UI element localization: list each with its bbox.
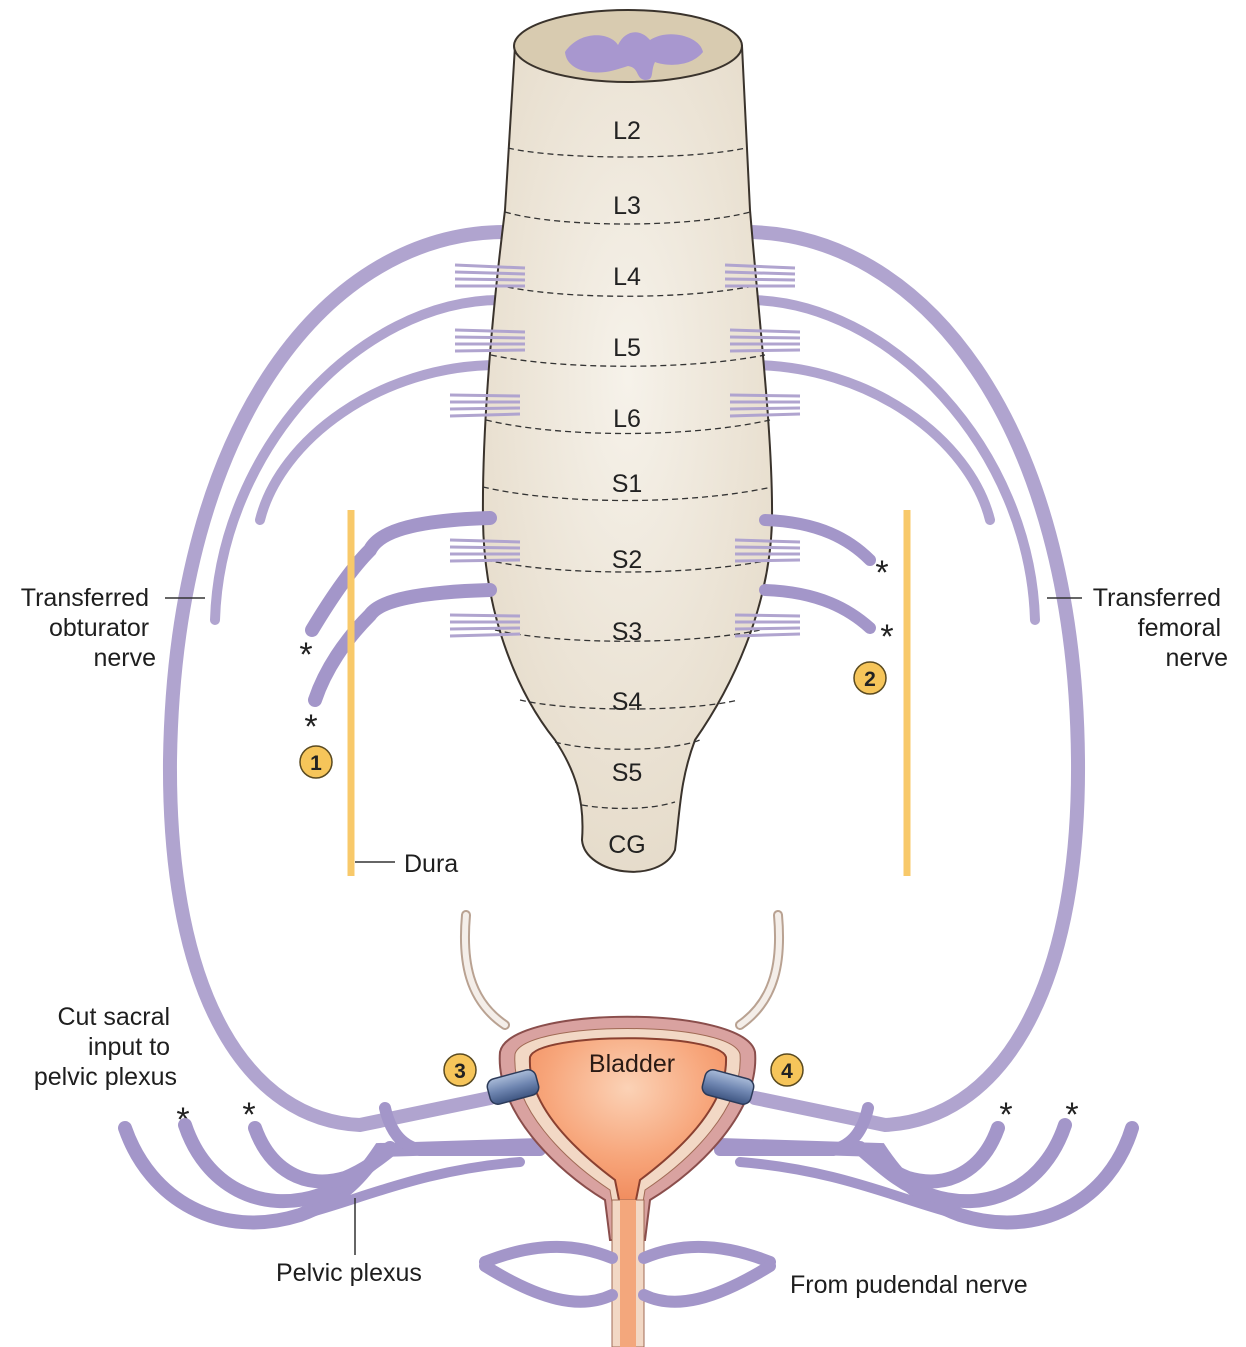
segment-label-s5: S5 [612, 759, 643, 787]
segment-label-s4: S4 [612, 688, 643, 716]
segment-label-l4: L4 [613, 263, 641, 291]
segment-label-l5: L5 [613, 334, 641, 362]
label-pelvic-plexus: Pelvic plexus [276, 1259, 422, 1287]
asterisk-s2-left: * [299, 636, 312, 674]
label-transferred-obturator-nerve: Transferred obturator nerve [21, 584, 156, 672]
label-from-pudendal-nerve: From pudendal nerve [790, 1271, 1028, 1299]
svg-text:1: 1 [310, 752, 322, 775]
segment-label-s2: S2 [612, 546, 643, 574]
step-badge-2: 2 [854, 662, 886, 694]
svg-text:2: 2 [864, 668, 876, 691]
transferred-femoral-nerve [745, 232, 1078, 1125]
segment-label-cg: CG [608, 831, 646, 859]
segment-label-l3: L3 [613, 192, 641, 220]
transferred-obturator-nerve [170, 232, 505, 1125]
svg-text:3: 3 [454, 1060, 466, 1083]
cut-sacral-roots-right [765, 520, 870, 628]
segment-label-s3: S3 [612, 618, 643, 646]
label-cut-sacral-input: Cut sacral input to pelvic plexus [34, 1003, 177, 1091]
segment-label-l6: L6 [613, 405, 641, 433]
label-transferred-femoral-nerve: Transferred femoral nerve [1093, 584, 1228, 672]
asterisk-s2-right: * [875, 554, 888, 592]
bladder-label: Bladder [589, 1050, 675, 1078]
label-dura: Dura [404, 850, 458, 878]
step-badge-4: 4 [771, 1054, 803, 1086]
step-badge-1: 1 [300, 746, 332, 778]
asterisk-s3-left: * [304, 708, 317, 746]
ureters [465, 915, 779, 1025]
step-badge-3: 3 [444, 1054, 476, 1086]
svg-text:4: 4 [781, 1060, 793, 1083]
segment-label-l2: L2 [613, 117, 641, 145]
cut-sacral-roots-left [312, 518, 490, 700]
segment-label-s1: S1 [612, 470, 643, 498]
asterisk-s3-right: * [880, 618, 893, 656]
pelvic-plexus-right [720, 1108, 1132, 1222]
